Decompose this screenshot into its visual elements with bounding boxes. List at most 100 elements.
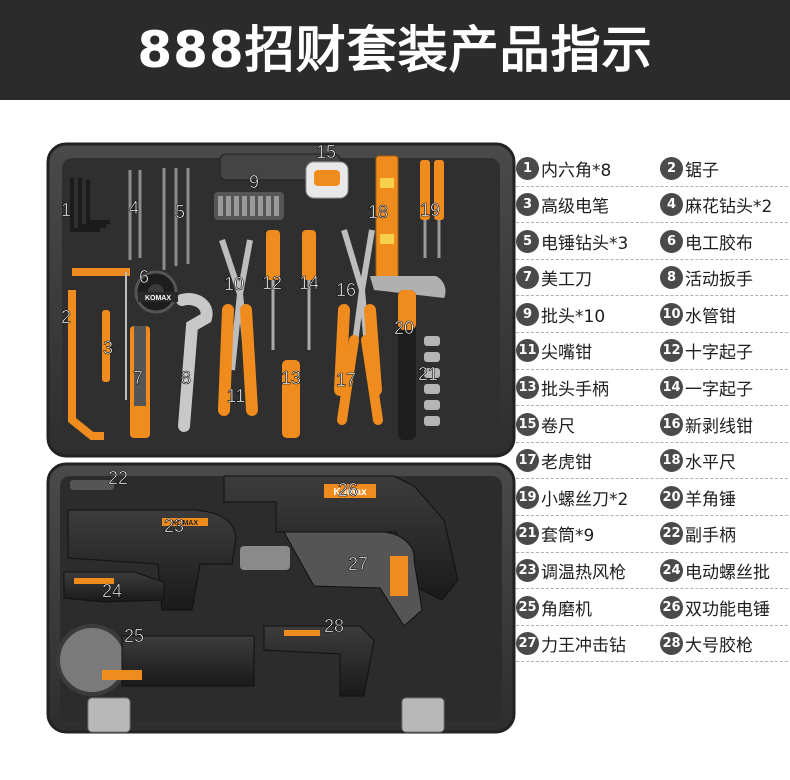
page-title: 888招财套装产品指示 [137,21,653,79]
part-number-badge: 20 [660,485,683,509]
case-number-label: 7 [133,368,143,388]
part-name: 副手柄 [685,526,736,547]
case-number-label: 16 [336,280,356,300]
part-name: 批头手柄 [541,380,609,401]
part-name: 角磨机 [541,599,592,620]
part-number-badge: 15 [516,412,539,436]
case-number-label: 6 [139,267,149,287]
brand-mark-hammer-drill: Komax [333,487,367,498]
case-number-label: 23 [164,516,184,536]
part-number-badge: 28 [660,632,683,656]
part-name: 水平尺 [685,453,736,474]
part-name: 水管钳 [685,306,736,327]
part-number-badge: 4 [660,193,683,217]
part-name: 大号胶枪 [685,636,753,657]
part-name: 美工刀 [541,270,592,291]
part-number-badge: 17 [516,449,539,473]
drill-bits [128,168,190,270]
part-name: 电动螺丝批 [685,563,770,584]
case-number-label: 19 [420,200,440,220]
part-name: 麻花钻头*2 [685,197,773,218]
toolbox-lid: KOMAX [46,142,516,458]
part-name: 卷尺 [541,416,575,437]
part-name: 十字起子 [685,343,753,364]
title-banner: 888招财套装产品指示 [0,0,790,100]
part-number-badge: 18 [660,449,683,473]
pliers-group [218,229,383,425]
part-name: 一字起子 [685,380,753,401]
part-name: 电工胶布 [685,233,753,254]
brand-mark-heat-gun: KOMAX [172,520,198,527]
part-number-badge: 13 [516,376,539,400]
part-number-badge: 24 [660,559,683,583]
part-number-badge: 7 [516,266,539,290]
part-name: 老虎钳 [541,453,592,474]
part-name: 高级电笔 [541,197,609,218]
part-number-badge: 10 [660,302,683,326]
case-number-label: 21 [418,364,438,384]
part-name: 批头*10 [541,306,606,327]
part-name: 锯子 [685,160,719,181]
case-number-label: 28 [324,616,344,636]
case-number-label: 25 [124,626,144,646]
part-name: 套筒*9 [541,526,595,547]
part-number-badge: 12 [660,339,683,363]
part-name: 小螺丝刀*2 [541,489,629,510]
case-number-label: 14 [299,273,319,293]
case-number-label: 15 [316,142,336,162]
case-number-label: 24 [102,581,122,601]
case-number-label: 12 [262,273,282,293]
brand-mark-tape: KOMAX [145,295,171,302]
part-name: 力王冲击钻 [541,636,626,657]
case-number-label: 8 [181,368,191,388]
part-number-badge: 6 [660,229,683,253]
part-name: 新剥线钳 [685,416,753,437]
part-number-badge: 11 [516,339,539,363]
case-number-label: 13 [281,368,301,388]
part-name: 内六角*8 [541,160,612,181]
case-number-label: 17 [336,370,356,390]
case-number-label: 9 [249,172,259,192]
part-number-badge: 27 [516,632,539,656]
hex-keys [70,178,110,232]
case-number-label: 26 [338,480,358,500]
case-number-label: 4 [129,198,139,218]
case-number-label: 5 [175,202,185,222]
case-number-label: 2 [61,307,71,327]
